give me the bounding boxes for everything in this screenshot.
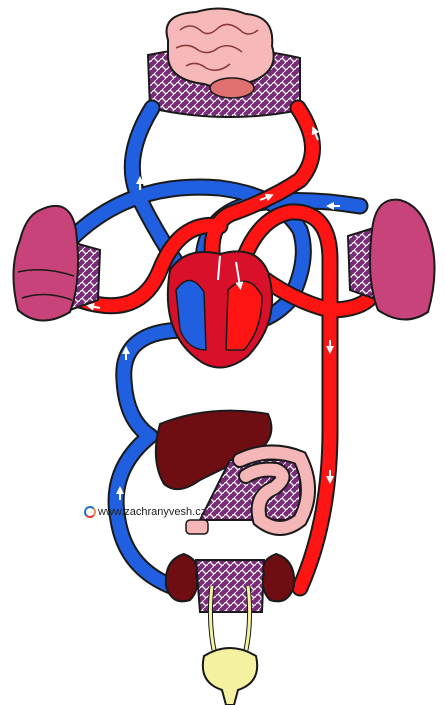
watermark: www.zachranyvesh.cz [84,506,206,518]
kidneys [166,554,294,612]
watermark-text: www.zachranyvesh.cz [98,506,206,518]
heart [168,251,272,367]
copyright-circle-icon [84,506,96,518]
